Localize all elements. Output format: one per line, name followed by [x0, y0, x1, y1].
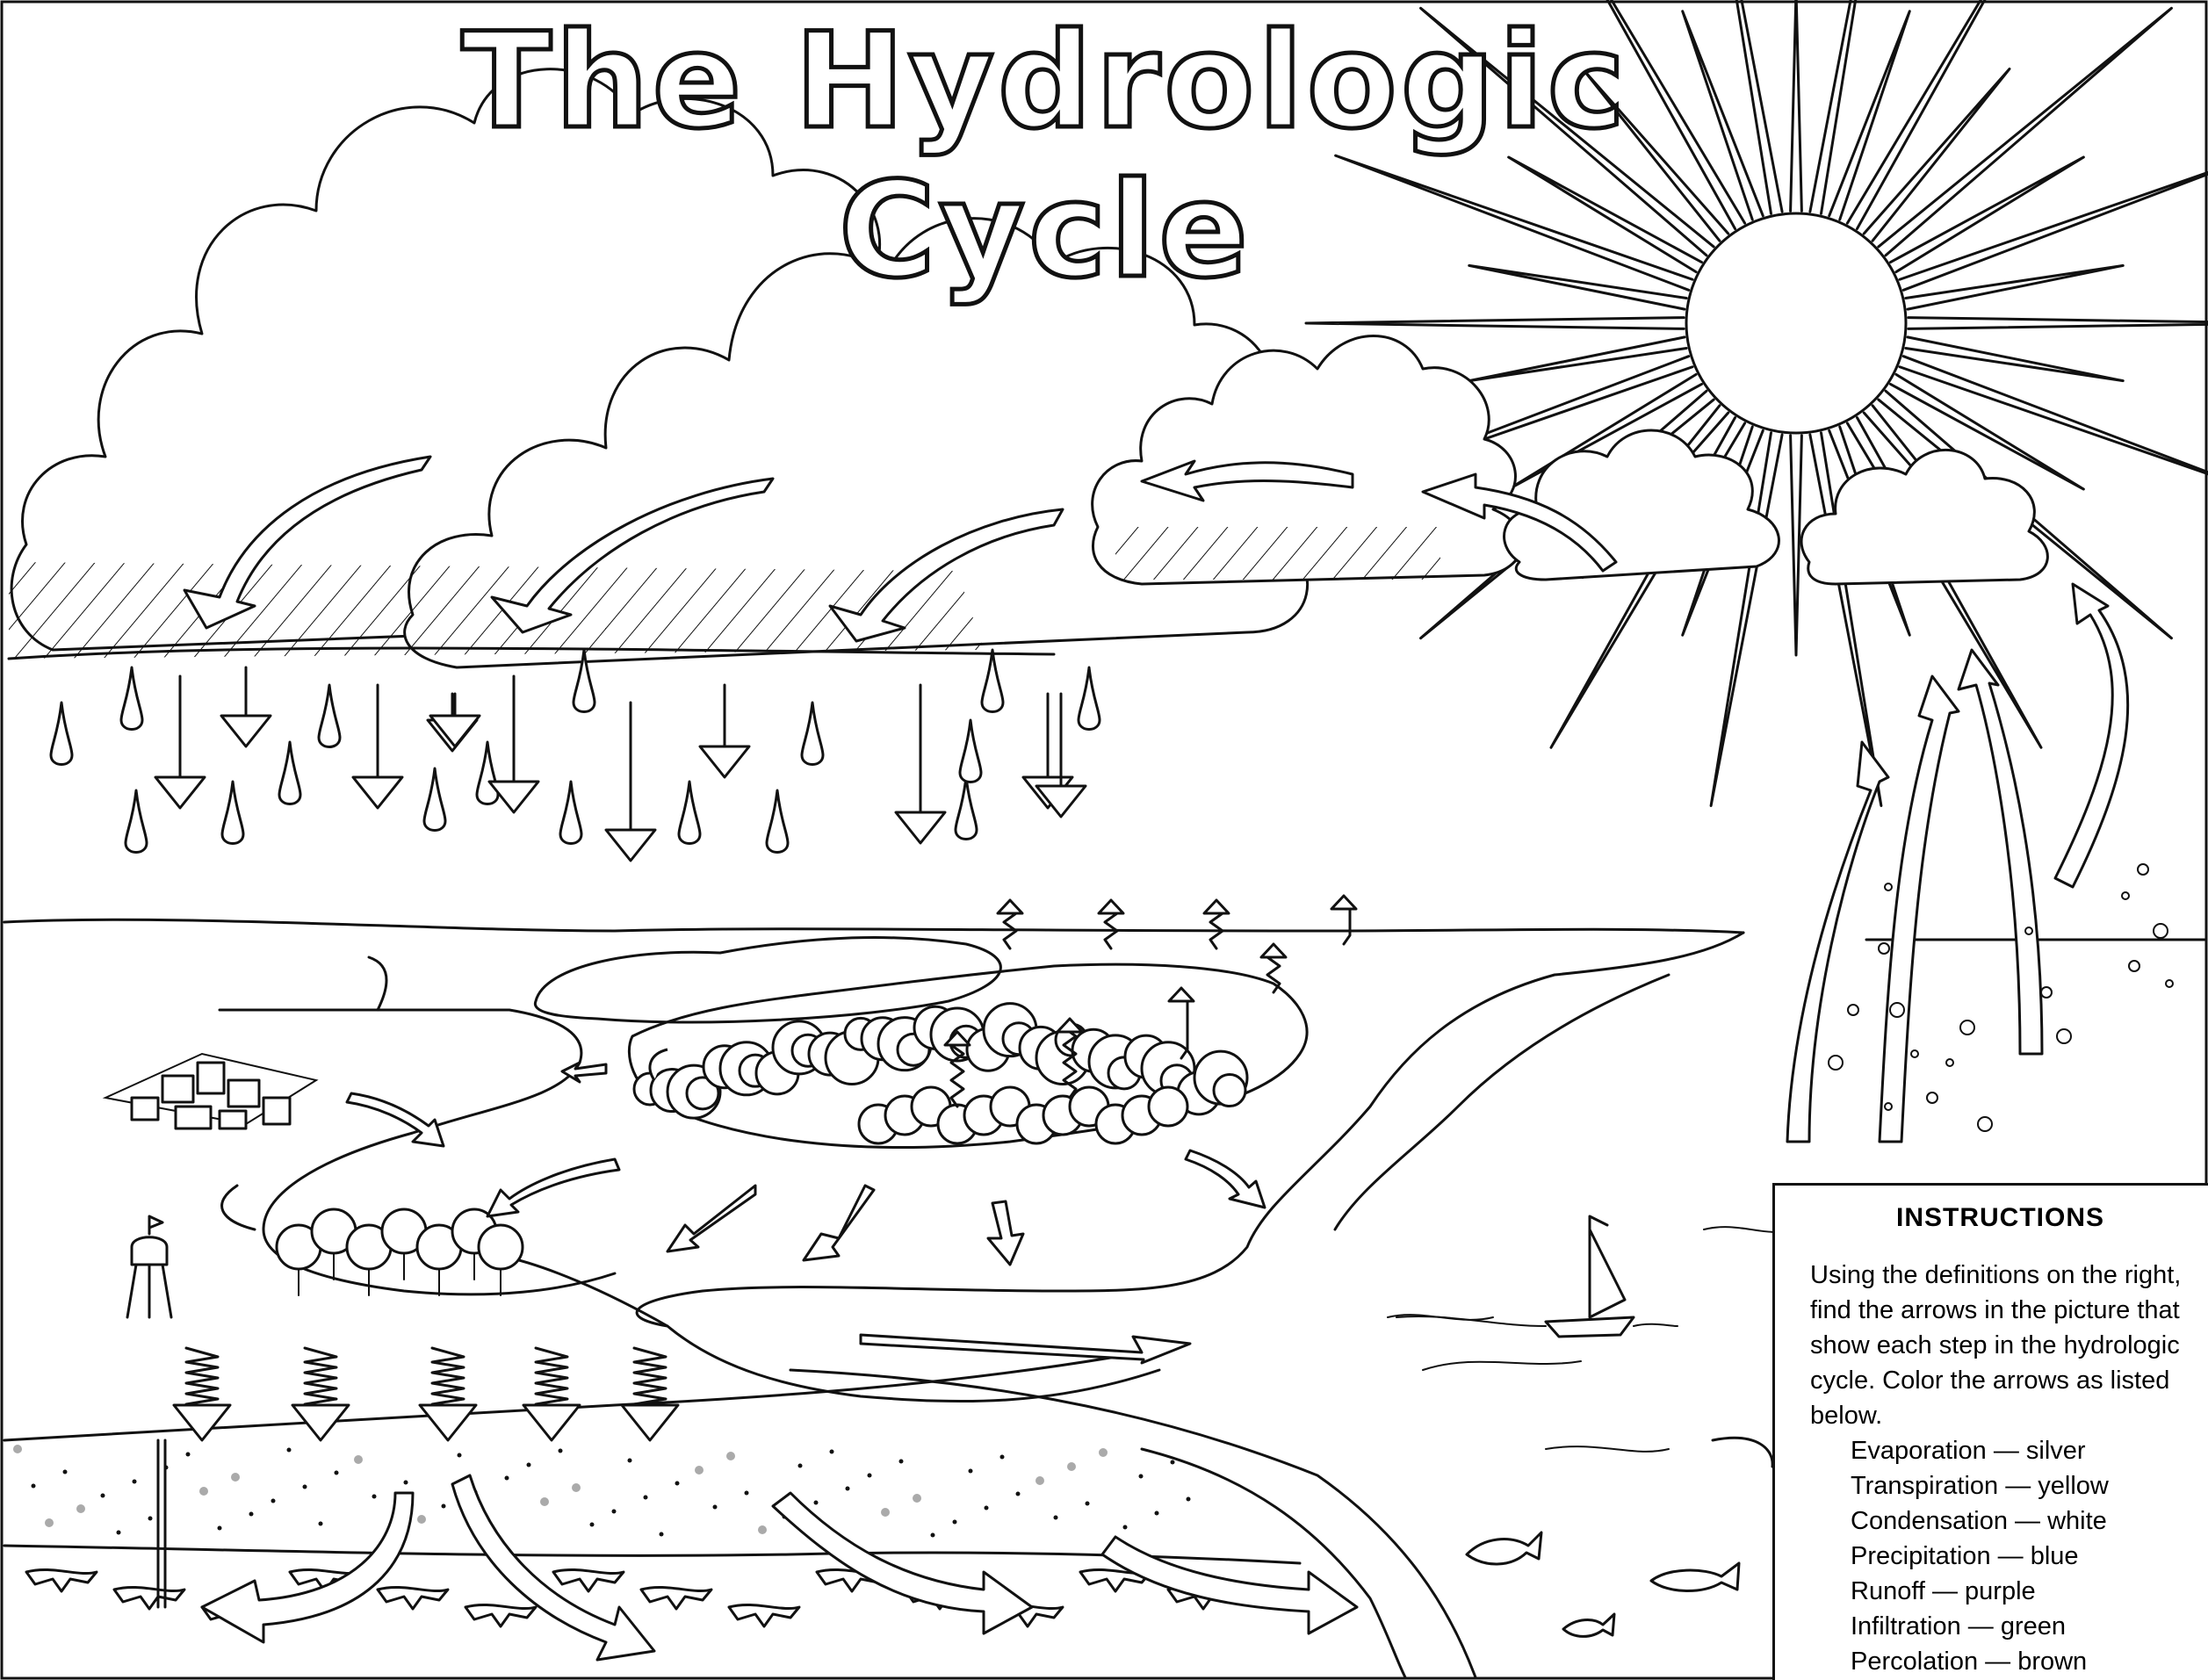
- sun-ray: [1909, 318, 2208, 329]
- raindrop-icon: [222, 782, 243, 844]
- raindrop-icon: [279, 742, 300, 804]
- transpiration-arrow: [998, 900, 1022, 913]
- raindrop-icon: [767, 790, 788, 853]
- list-item: Condensation — white: [1851, 1503, 2190, 1539]
- precipitation-arrow: [221, 716, 271, 746]
- list-item: Percolation — brown: [1851, 1644, 2190, 1679]
- infiltration-arrow: [622, 1405, 678, 1440]
- sun-ray: [1469, 337, 1686, 381]
- water-tower-icon: [127, 1216, 171, 1317]
- list-item: Runoff — purple: [1851, 1574, 2190, 1609]
- raindrop-icon: [560, 782, 581, 844]
- list-item: Infiltration — green: [1851, 1609, 2190, 1644]
- raindrop-icon: [121, 667, 142, 730]
- precipitation-arrow: [155, 777, 205, 808]
- soil-layer: [13, 1445, 1238, 1626]
- precipitation: [51, 650, 1100, 861]
- sailboat-icon: [1396, 1216, 1678, 1337]
- list-item: Transpiration — yellow: [1851, 1468, 2190, 1503]
- raindrop-icon: [424, 768, 445, 831]
- transpiration-arrow: [1169, 988, 1194, 1001]
- raindrop-icon: [960, 720, 981, 782]
- infiltration-arrow: [174, 1405, 230, 1440]
- city-icon: [105, 1054, 316, 1128]
- sun-ray: [1906, 337, 2123, 381]
- instructions-panel: INSTRUCTIONS Using the definitions on th…: [1772, 1183, 2208, 1680]
- raindrop-icon: [477, 742, 498, 804]
- raindrop-icon: [51, 703, 72, 765]
- precipitation-arrow: [896, 812, 945, 843]
- fish-icon: [1467, 1532, 1739, 1636]
- page-title: The Hydrologic Cycle: [307, 7, 1783, 156]
- raindrop-icon: [982, 650, 1003, 712]
- infiltration-arrow: [523, 1405, 580, 1440]
- infiltration-arrow: [420, 1405, 476, 1440]
- evaporation-arrows: [1787, 584, 2173, 1142]
- sun-ray: [1791, 0, 1802, 211]
- transpiration-arrow: [1261, 944, 1286, 957]
- raindrop-icon: [679, 782, 700, 844]
- instructions-body: Using the definitions on the right, find…: [1810, 1258, 2190, 1433]
- raindrop-icon: [319, 685, 340, 747]
- sun-ray: [1906, 265, 2123, 309]
- raindrop-icon: [956, 777, 977, 840]
- list-item: Evaporation — silver: [1851, 1433, 2190, 1468]
- sun-ray: [1469, 265, 1686, 309]
- sun-ray: [1879, 8, 2172, 255]
- percolation-arrows: [202, 1475, 1357, 1660]
- runoff-arrows: [347, 1049, 1265, 1363]
- sun-ray: [1306, 318, 1684, 329]
- raindrop-icon: [802, 703, 823, 765]
- instructions-heading: INSTRUCTIONS: [1810, 1203, 2190, 1233]
- color-key-list: Evaporation — silver Transpiration — yel…: [1810, 1433, 2190, 1679]
- raindrop-icon: [1079, 667, 1100, 730]
- transpiration-arrow: [1204, 900, 1229, 913]
- transpiration-arrow: [1331, 896, 1356, 909]
- sun-ray: [1791, 436, 1802, 655]
- transpiration-arrow: [1099, 900, 1123, 913]
- sun-ray: [1336, 155, 1692, 290]
- precipitation-arrow: [606, 830, 655, 861]
- precipitation-arrow: [353, 777, 402, 808]
- precipitation-arrow: [700, 746, 749, 777]
- list-item: Precipitation — blue: [1851, 1539, 2190, 1574]
- cloud-icon: [1504, 430, 2048, 584]
- tree-icon: [634, 1004, 1247, 1143]
- sun-ray: [1810, 0, 1881, 213]
- raindrop-icon: [126, 790, 147, 853]
- tree-icon: [277, 1209, 523, 1295]
